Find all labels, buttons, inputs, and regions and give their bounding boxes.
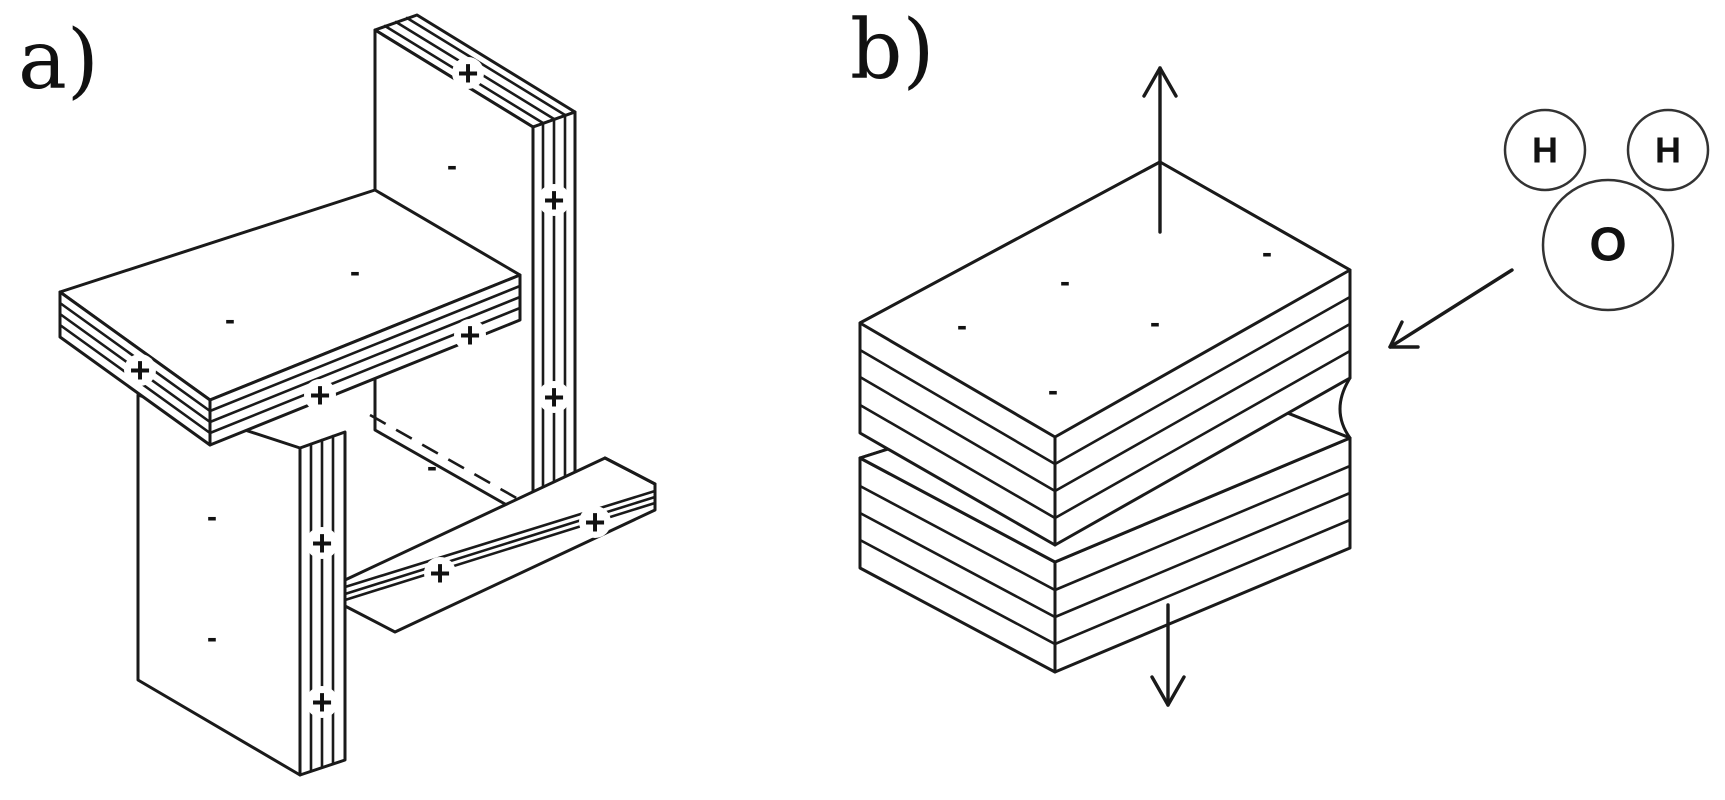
platelet-negative-charges: - - - - - xyxy=(957,237,1272,408)
negative-charge: - xyxy=(957,310,967,343)
lower-stack-layers xyxy=(858,464,1352,646)
negative-charge: - xyxy=(1150,307,1160,340)
positive-charge: + xyxy=(543,377,564,418)
negative-charge: - xyxy=(350,256,360,289)
upper-stack-layers xyxy=(858,295,1352,520)
positive-charge: + xyxy=(311,682,332,723)
interlayer-gap xyxy=(1338,376,1352,440)
oxygen-label: O xyxy=(1589,219,1626,272)
hydrogen-atom xyxy=(1626,108,1710,192)
hydrogen-label: H xyxy=(1532,130,1558,171)
positive-charge: + xyxy=(584,502,605,543)
negative-face-charges: - - - - - - xyxy=(207,150,457,655)
negative-charge: - xyxy=(447,150,457,183)
top-horizontal-plate xyxy=(58,188,522,447)
arrow-water-entry-icon xyxy=(1388,268,1514,349)
water-molecule: H H O xyxy=(1503,108,1710,312)
panel-a-label: a) xyxy=(18,13,99,108)
positive-charge: + xyxy=(429,553,450,594)
swelling-arrows xyxy=(1142,66,1514,707)
hydrogen-label: H xyxy=(1655,130,1681,171)
upper-stack-top xyxy=(858,160,1352,439)
panel-b-label: b) xyxy=(850,3,934,98)
positive-edge-charges: + + + + + + + + + + xyxy=(124,53,611,723)
negative-charge: - xyxy=(207,501,217,534)
positive-charge: + xyxy=(129,350,150,391)
negative-charge: - xyxy=(1060,266,1070,299)
oxygen-atom xyxy=(1541,178,1675,312)
negative-charge: - xyxy=(1048,375,1058,408)
positive-charge: + xyxy=(309,375,330,416)
front-vertical-plate xyxy=(136,393,347,777)
positive-charge: + xyxy=(457,53,478,94)
negative-charge: - xyxy=(1262,237,1272,270)
positive-charge: + xyxy=(459,315,480,356)
panel-b: b) xyxy=(850,3,1710,707)
negative-charge: - xyxy=(207,622,217,655)
upper-platelet-stack xyxy=(858,160,1352,547)
negative-charge: - xyxy=(225,304,235,337)
panel-a: a) xyxy=(18,13,657,777)
front-plate-face xyxy=(136,393,302,777)
positive-charge: + xyxy=(543,180,564,221)
positive-charge: + xyxy=(311,523,332,564)
negative-charge: - xyxy=(427,451,437,484)
hydrogen-atom xyxy=(1503,108,1587,192)
upright-plate-layers xyxy=(383,16,567,518)
